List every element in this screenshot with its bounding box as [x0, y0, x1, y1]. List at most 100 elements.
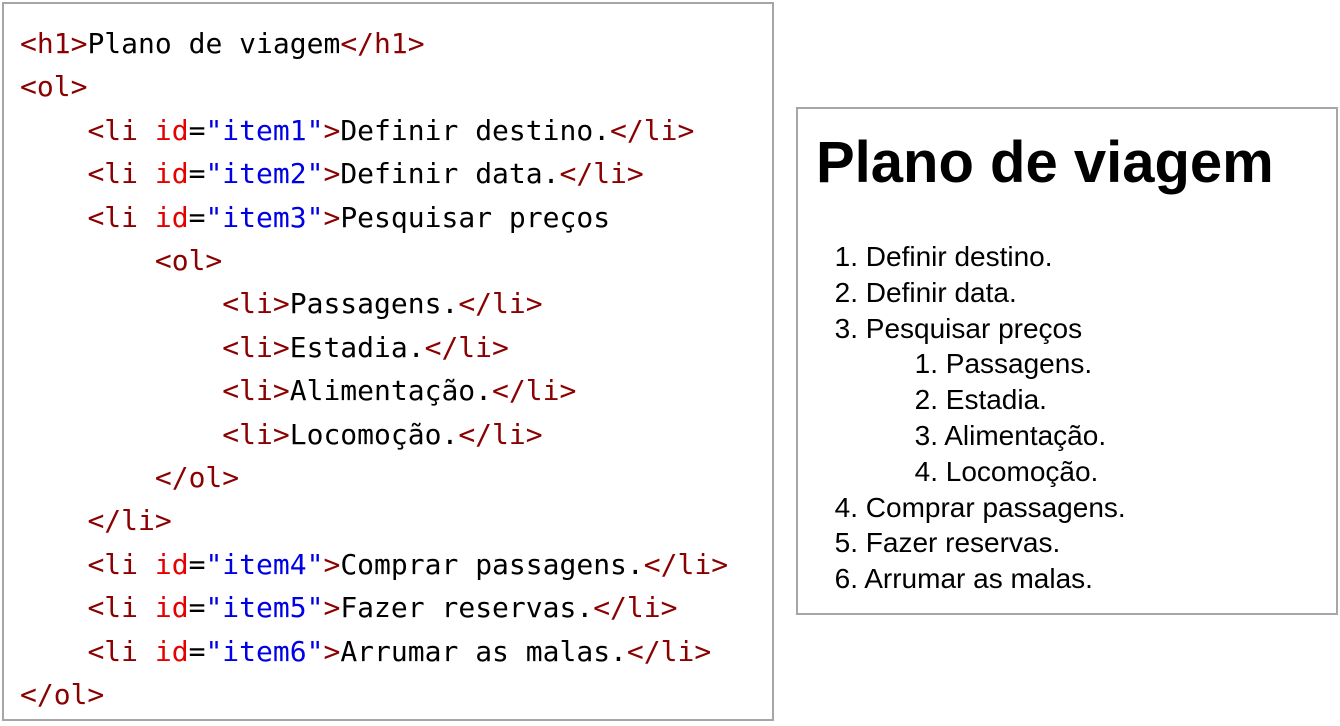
code-line: </ol>: [20, 458, 239, 498]
code-token-tag: </h1>: [340, 27, 425, 60]
code-token-text: Plano de viagem: [87, 27, 341, 60]
code-token-punc: =: [188, 157, 206, 191]
code-token-tag: >: [323, 591, 341, 625]
code-token-punc: =: [188, 547, 206, 581]
code-token-tag: <li: [87, 113, 155, 147]
code-token-tag: <ol>: [20, 70, 88, 104]
code-token-tag: <ol>: [154, 244, 223, 277]
code-token-val: "item1": [205, 113, 324, 147]
code-token-text: [20, 331, 222, 364]
list-item-text: Arrumar as malas.: [858, 563, 1093, 595]
code-token-tag: </li>: [593, 591, 678, 625]
code-token-punc: =: [188, 634, 206, 668]
code-token-tag: >: [323, 157, 341, 191]
code-token-attr: id: [154, 634, 189, 668]
code-token-tag: </li>: [87, 504, 172, 538]
list-item-number: 4.: [914, 455, 938, 487]
code-token-punc: =: [188, 591, 206, 625]
code-line: </ol>: [20, 675, 104, 715]
rendered-list-item: 4. Comprar passagens.: [818, 490, 1126, 526]
code-token-tag: <li: [87, 547, 155, 581]
code-token-text: [20, 461, 155, 494]
rendered-output-panel: Plano de viagem 1. Definir destino.2. De…: [796, 107, 1338, 615]
code-token-text: [20, 374, 222, 407]
list-item-number: 4.: [834, 491, 858, 523]
rendered-list-item: 2. Definir data.: [818, 275, 1017, 311]
list-item-text: Comprar passagens.: [858, 491, 1126, 523]
code-token-tag: <li: [87, 157, 155, 191]
rendered-list-item: 4. Locomoção.: [898, 454, 1099, 490]
rendered-list-item: 3. Pesquisar preços: [818, 311, 1082, 347]
code-token-text: [20, 418, 222, 451]
code-token-attr: id: [154, 547, 189, 581]
list-item-number: 2.: [834, 276, 858, 308]
code-token-tag: <li>: [222, 287, 290, 321]
code-token-text: [20, 591, 87, 624]
code-token-tag: >: [323, 113, 341, 147]
code-token-tag: </li>: [458, 287, 543, 321]
code-token-tag: <li>: [222, 374, 290, 408]
code-token-attr: id: [154, 200, 189, 234]
code-token-attr: id: [154, 157, 189, 191]
code-token-text: Estadia.: [289, 330, 425, 364]
code-token-val: "item2": [205, 157, 324, 191]
list-item-text: Passagens.: [938, 348, 1093, 380]
code-line: <li id="item1">Definir destino.</li>: [20, 111, 694, 151]
list-item-text: Alimentação.: [938, 420, 1107, 451]
list-item-number: 2.: [914, 384, 938, 416]
code-line: <li id="item3">Pesquisar preços: [20, 198, 610, 238]
code-token-tag: </li>: [559, 157, 644, 191]
list-item-text: Locomoção.: [938, 455, 1099, 487]
code-line: <li>Locomoção.</li>: [20, 415, 542, 455]
code-line: <li id="item4">Comprar passagens.</li>: [20, 545, 728, 585]
code-token-tag: </li>: [610, 113, 695, 147]
rendered-heading: Plano de viagem: [816, 130, 1274, 195]
code-line: <ol>: [20, 241, 222, 281]
code-token-val: "item4": [205, 547, 324, 581]
code-token-text: [20, 244, 155, 277]
list-item-text: Fazer reservas.: [858, 527, 1061, 559]
code-token-attr: id: [154, 591, 189, 625]
code-token-text: Passagens.: [289, 287, 459, 321]
code-token-tag: </ol>: [20, 678, 105, 711]
code-token-tag: >: [323, 634, 341, 668]
code-token-tag: </li>: [424, 330, 509, 364]
list-item-number: 3.: [834, 312, 858, 344]
rendered-list-item: 3. Alimentação.: [898, 418, 1106, 454]
code-token-tag: </li>: [492, 374, 577, 408]
code-token-text: Fazer reservas.: [340, 591, 594, 625]
list-item-number: 1.: [834, 241, 858, 272]
code-line: <li>Estadia.</li>: [20, 328, 509, 368]
list-item-text: Definir destino.: [858, 241, 1053, 272]
code-token-text: Definir destino.: [340, 113, 611, 147]
code-token-tag: <li: [87, 634, 155, 668]
rendered-list-item: 2. Estadia.: [898, 382, 1047, 418]
code-token-attr: id: [154, 113, 189, 147]
code-token-text: [20, 504, 87, 537]
code-token-tag: <li: [87, 591, 155, 625]
code-token-text: [20, 287, 222, 320]
html-code-panel: <h1>Plano de viagem</h1><ol> <li id="ite…: [2, 2, 774, 721]
code-token-text: Locomoção.: [289, 417, 459, 451]
code-line: <li id="item2">Definir data.</li>: [20, 154, 644, 194]
code-token-text: [20, 157, 87, 190]
code-token-text: [20, 201, 87, 234]
list-item-text: Definir data.: [858, 276, 1017, 308]
code-line: <li>Passagens.</li>: [20, 284, 543, 324]
rendered-list-item: 5. Fazer reservas.: [818, 525, 1061, 561]
code-token-tag: <li: [87, 200, 155, 234]
code-token-tag: </li>: [643, 547, 729, 581]
list-item-number: 1.: [914, 348, 938, 380]
code-token-tag: >: [323, 200, 341, 234]
code-token-punc: =: [188, 113, 206, 147]
code-line: </li>: [20, 501, 172, 541]
code-token-text: Pesquisar preços: [340, 200, 611, 234]
code-token-text: Alimentação.: [289, 374, 493, 408]
rendered-list-item: 6. Arrumar as malas.: [818, 561, 1093, 597]
code-token-tag: <h1>: [20, 27, 88, 60]
code-token-val: "item5": [205, 591, 324, 625]
code-token-tag: <li>: [222, 330, 290, 364]
code-token-tag: <li>: [222, 417, 290, 451]
list-item-number: 6.: [834, 563, 858, 595]
code-token-text: [20, 635, 87, 668]
